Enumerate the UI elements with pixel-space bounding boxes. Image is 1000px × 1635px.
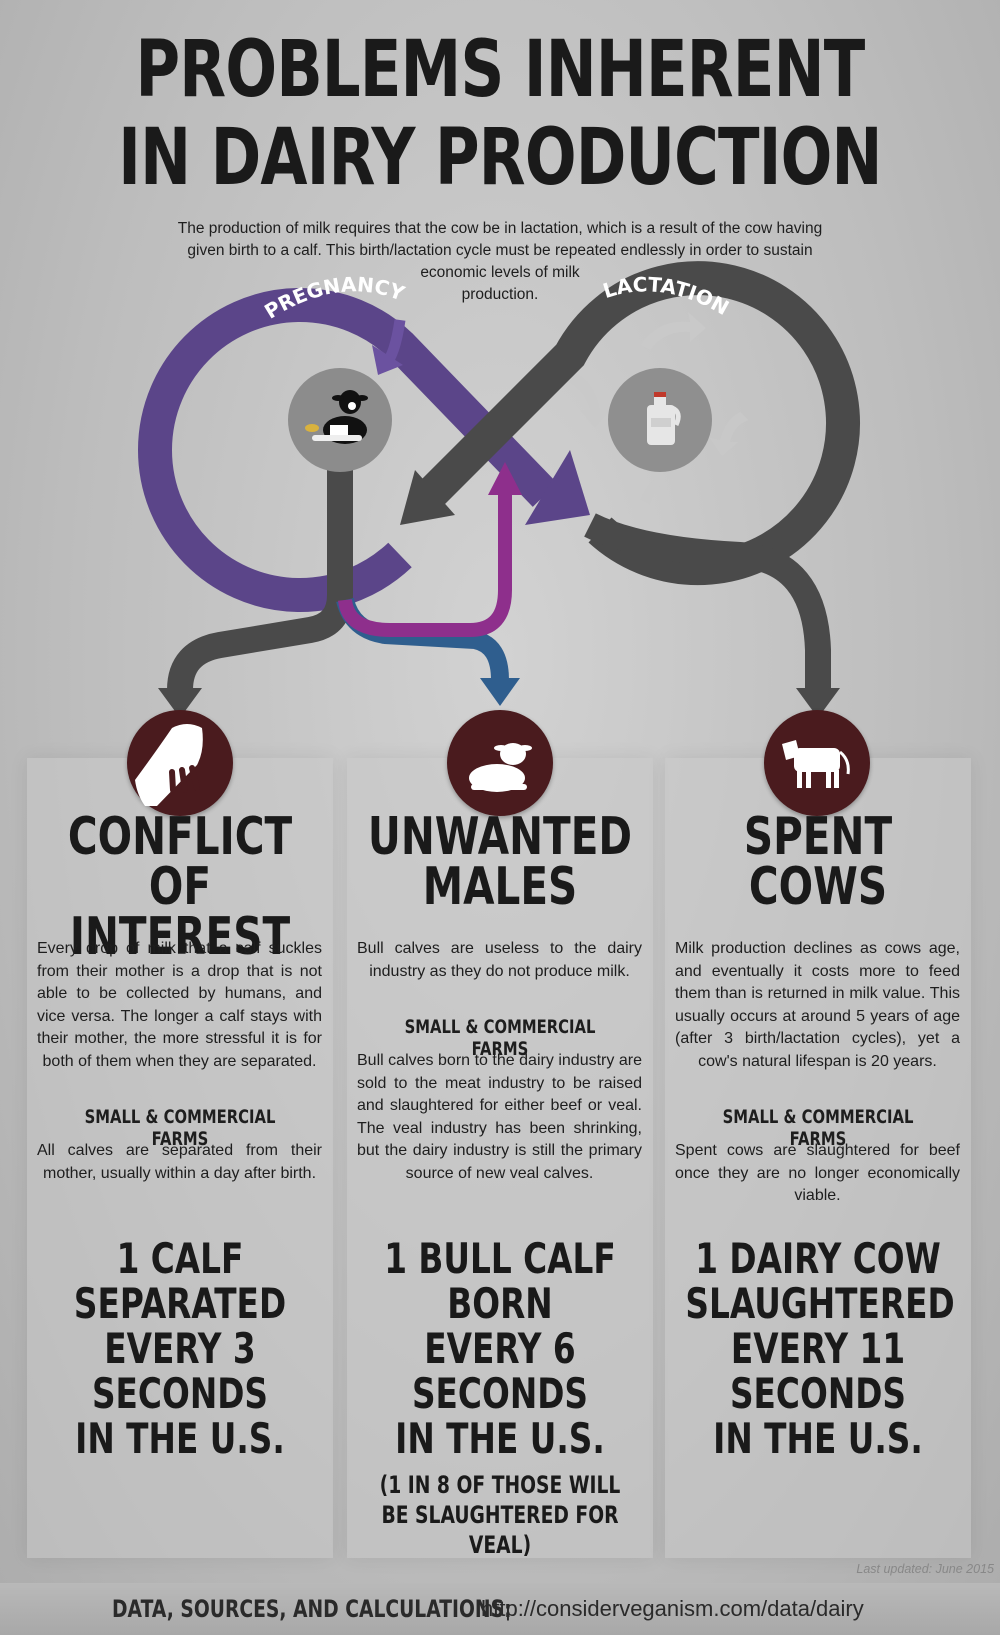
spent-subheading: SMALL & COMMERCIAL FARMS — [665, 1106, 971, 1150]
infinity-cycle-diagram: PREGNANCY LACTATION — [138, 261, 860, 718]
stat-line: BORN — [447, 1279, 553, 1328]
lying-calf-icon — [447, 710, 553, 816]
stat-line: SECONDS — [411, 1369, 589, 1418]
spent-body: Milk production declines as cows age, an… — [675, 940, 960, 1070]
veal-note: (1 IN 8 OF THOSE WILL BE SLAUGHTERED FOR… — [330, 1470, 670, 1560]
column-panel-conflict — [27, 758, 333, 1558]
males-sub-body: Bull calves born to the dairy industry a… — [357, 1052, 642, 1182]
footer-label: DATA, SOURCES, AND CALCULATIONS: — [112, 1595, 512, 1623]
left-loop — [138, 288, 590, 612]
stat-line: EVERY 3 — [104, 1324, 256, 1373]
intro-paragraph: The production of milk requires that the… — [170, 218, 830, 306]
hand-udder-icon — [127, 710, 233, 816]
stat-line: IN THE U.S. — [713, 1414, 923, 1463]
stat-line: IN THE U.S. — [395, 1414, 605, 1463]
heading-line: COWS — [748, 857, 888, 917]
stat-line: SECONDS — [729, 1369, 907, 1418]
heading-line: SPENT — [743, 807, 893, 867]
subheading-text: SMALL & COMMERCIAL FARMS — [404, 1016, 596, 1060]
stat-line: IN THE U.S. — [75, 1414, 285, 1463]
spent-sub-body: Spent cows are slaughtered for beef once… — [675, 1142, 960, 1204]
footer-bar: DATA, SOURCES, AND CALCULATIONS: http://… — [0, 1583, 1000, 1635]
calf-icon — [288, 368, 392, 472]
stat-line: SLAUGHTERED — [685, 1279, 955, 1328]
heading-conflict-of-interest: CONFLICT OF INTEREST — [10, 807, 350, 967]
males-body: Bull calves are useless to the dairy ind… — [357, 940, 642, 980]
milk-jug-icon — [608, 368, 712, 472]
title-line-1: PROBLEMS INHERENT — [135, 25, 865, 115]
conflict-subheading: SMALL & COMMERCIAL FARMS — [27, 1106, 333, 1150]
conflict-sub-body: All calves are separated from their moth… — [37, 1142, 322, 1182]
stat-line: SECONDS — [91, 1369, 269, 1418]
cow-icon — [764, 710, 870, 816]
page-title: PROBLEMS INHERENT IN DAIRY PRODUCTION — [0, 26, 1000, 202]
note-line: (1 IN 8 OF THOSE WILL — [379, 1471, 621, 1499]
heading-spent-cows: SPENT COWS — [648, 807, 988, 917]
males-subheading: SMALL & COMMERCIAL FARMS — [347, 1016, 653, 1060]
subheading-text: SMALL & COMMERCIAL FARMS — [84, 1106, 276, 1150]
stat-bull-calf-born: 1 BULL CALF BORN EVERY 6 SECONDS IN THE … — [330, 1236, 670, 1461]
subheading-text: SMALL & COMMERCIAL FARMS — [722, 1106, 914, 1150]
note-line: BE SLAUGHTERED FOR VEAL) — [381, 1501, 619, 1559]
stat-line: EVERY 11 — [730, 1324, 906, 1373]
column-panel-spent — [665, 758, 971, 1558]
stat-calf-separated: 1 CALF SEPARATED EVERY 3 SECONDS IN THE … — [10, 1236, 350, 1461]
stat-cow-slaughtered: 1 DAIRY COW SLAUGHTERED EVERY 11 SECONDS… — [648, 1236, 988, 1461]
intro-tail: economic levels of milk production. — [420, 264, 580, 303]
heading-unwanted-males: UNWANTED MALES — [330, 807, 670, 917]
stat-line: SEPARATED — [73, 1279, 287, 1328]
title-line-2: IN DAIRY PRODUCTION — [118, 113, 882, 203]
grey-wheel-arrows — [565, 312, 748, 505]
conflict-body: Every drop of milk that a calf suckles f… — [37, 940, 322, 1070]
stat-line: 1 BULL CALF — [384, 1234, 616, 1283]
right-loop — [400, 261, 860, 586]
footer-url-link[interactable]: http://considerveganism.com/data/dairy — [481, 1596, 864, 1621]
heading-line: OF INTEREST — [69, 857, 291, 967]
stat-line: 1 CALF — [116, 1234, 244, 1283]
heading-line: CONFLICT — [67, 807, 293, 867]
last-updated: Last updated: June 2015 — [856, 1562, 994, 1576]
stat-line: EVERY 6 — [424, 1324, 576, 1373]
column-panel-males — [347, 758, 653, 1558]
branch-arrows — [158, 462, 840, 718]
stat-line: 1 DAIRY COW — [695, 1234, 941, 1283]
heading-line: MALES — [422, 857, 578, 917]
heading-line: UNWANTED — [367, 807, 633, 867]
intro-text: The production of milk requires that the… — [177, 220, 823, 259]
